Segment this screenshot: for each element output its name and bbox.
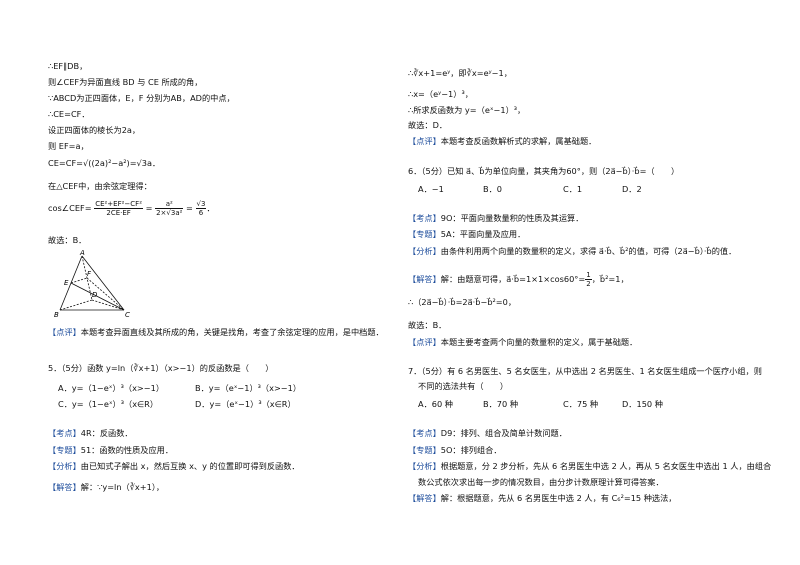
vertex-label: D (92, 291, 98, 299)
fenxi-line: 【分析】由已知式子解出 x，然后互换 x、y 的位置即可得到反函数． (48, 461, 300, 471)
text-line: 故选：B． (408, 320, 447, 330)
choice-c: C．1 (563, 184, 583, 194)
kaodian-line: 【考点】D9：排列、组合及简单计数问题． (408, 428, 567, 438)
comment-line: 【点评】本题主要考查两个向量的数量积的定义，属于基础题． (408, 337, 638, 347)
kaodian-line: 【考点】9O：平面向量数量积的性质及其运算． (408, 213, 584, 223)
text-line: ∴所求反函数为 y=（eˣ−1）³， (408, 105, 526, 115)
text-line: ∴CE=CF． (48, 109, 90, 119)
zhuanti-line: 【专题】5A：平面向量及应用． (408, 229, 526, 239)
fenxi-line: 【分析】根据题意，分 2 步分析，先从 6 名男医生中选 2 人，再从 5 名女… (408, 461, 772, 471)
comment-line: 【点评】本题考查反函数解析式的求解，属基础题． (408, 136, 597, 146)
text-line: 故选：D． (408, 120, 448, 130)
choice-c: C．75 种 (563, 399, 599, 409)
choice-a: A．y=（1−eˣ）³（x>−1） (58, 383, 165, 393)
vertex-label: B (54, 311, 59, 318)
vertex-label: F (87, 270, 92, 278)
choice-a: A．60 种 (418, 399, 453, 409)
text-line: 则∠CEF为异面直线 BD 与 CE 所成的角， (48, 77, 203, 87)
choice-a: A．−1 (418, 184, 444, 194)
jieda-line: 【解答】解：根据题意，先从 6 名男医生中选 2 人，有 C₆²=15 种选法， (408, 493, 677, 503)
choice-c: C．y=（1−eˣ）³（x∈R） (58, 399, 159, 409)
choice-d: D．150 种 (622, 399, 663, 409)
choice-b: B．70 种 (483, 399, 519, 409)
formula-prefix: cos∠CEF= (48, 203, 92, 213)
question-7-stem-cont: 不同的选法共有（ ） (418, 381, 509, 391)
text-line: ∴x=（eʸ−1）³， (408, 89, 473, 99)
choice-d: D．2 (622, 184, 642, 194)
text-line: 设正四面体的棱长为2a， (48, 125, 141, 135)
zhuanti-line: 【专题】51：函数的性质及应用． (48, 445, 174, 455)
vertex-label: C (125, 311, 130, 318)
text-line: ∴（2a⃗−b⃗）·b⃗=2a⃗·b⃗−b⃗²=0， (408, 297, 517, 307)
text-line: 故选：B． (48, 235, 87, 245)
text-line: ∴EF∥DB， (48, 61, 88, 71)
text-line: 在△CEF中，由余弦定理得： (48, 181, 152, 191)
choice-b: B．y=（eˣ−1）³（x>−1） (195, 383, 302, 393)
jieda-line: 【解答】解：∵y=ln（∛x+1）， (48, 482, 165, 492)
vertex-label: E (64, 279, 69, 287)
choice-b: B．0 (483, 184, 503, 194)
zhuanti-line: 【专题】5O：排列组合． (408, 445, 502, 455)
tetrahedron-figure: A E D B F C (54, 249, 130, 318)
text-line: ∵ABCD为正四面体，E，F 分别为AB，AD的中点， (48, 93, 235, 103)
comment-line: 【点评】本题考查异面直线及其所成的角，关键是找角，考查了余弦定理的应用，是中档题… (48, 327, 384, 337)
comment-label: 【点评】 (48, 327, 81, 337)
text-line: ∴∛x+1=eʸ，即∛x=eʸ−1， (408, 68, 512, 78)
question-6-stem: 6．（5分）已知 a⃗、b⃗为单位向量，其夹角为60°，则（2a⃗−b⃗）·b⃗… (408, 166, 680, 176)
kaodian-line: 【考点】4R：反函数． (48, 428, 133, 438)
vertex-label: A (79, 249, 85, 257)
choice-d: D．y=（eˣ−1）³（x∈R） (195, 399, 296, 409)
text-line: 则 EF=a， (48, 141, 89, 151)
question-5-stem: 5．（5分）函数 y=ln（∛x+1）（x>−1）的反函数是（ ） (48, 363, 274, 373)
fenxi-line: 【分析】由条件利用两个向量的数量积的定义，求得 a⃗·b⃗、b⃗²的值，可得（2… (408, 246, 737, 256)
formula-line: CE=CF=√((2a)²−a²)=√3a． (48, 158, 161, 168)
question-7-stem: 7．（5分）有 6 名男医生、5 名女医生，从中选出 2 名男医生、1 名女医生… (408, 366, 762, 376)
fenxi-line-cont: 数公式依次求出每一步的情况数目，由分步计数原理计算可得答案． (418, 477, 664, 487)
